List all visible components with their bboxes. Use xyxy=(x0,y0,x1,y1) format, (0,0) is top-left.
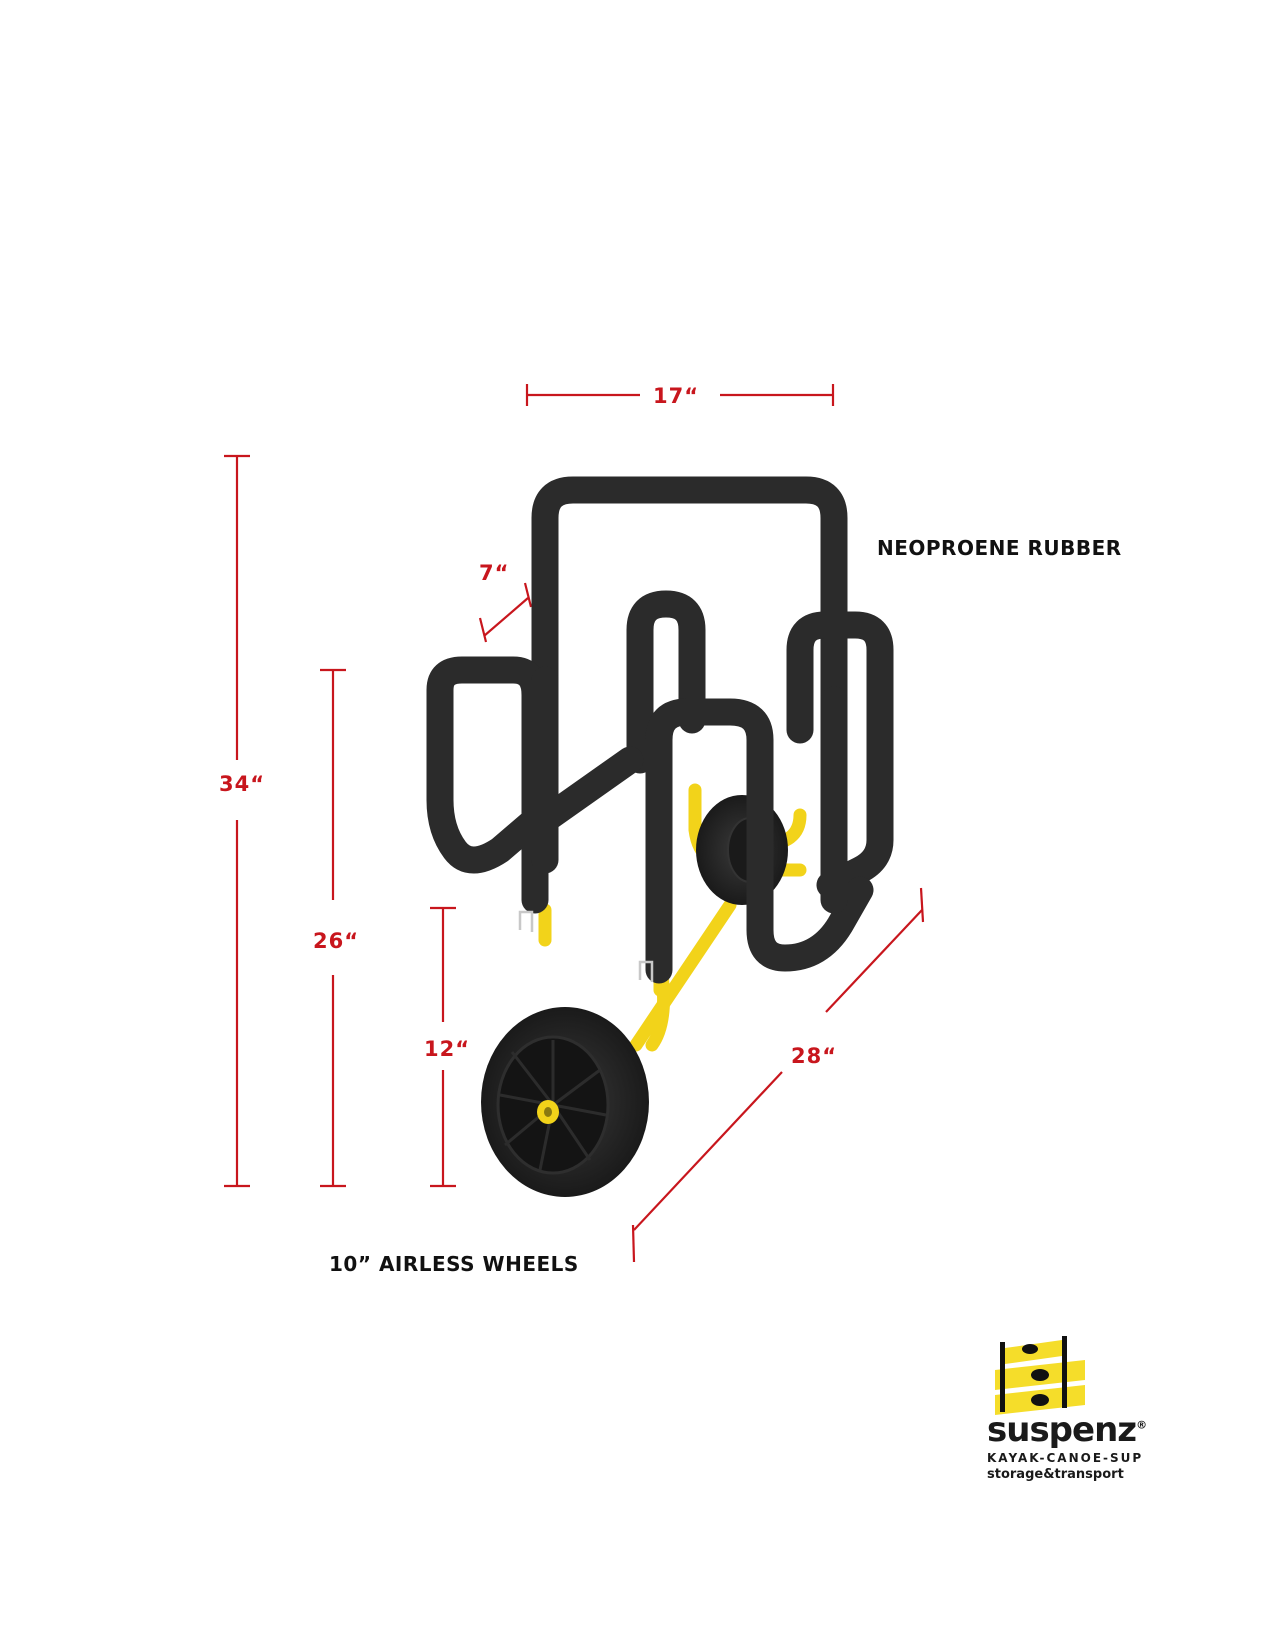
dimension-wheel-height-line xyxy=(430,906,456,1188)
dimension-total-height-label: 34“ xyxy=(219,772,266,796)
dimension-deck-height-label: 26“ xyxy=(313,929,360,953)
brand-tagline-products: KAYAK-CANOE-SUP xyxy=(987,1451,1144,1465)
dimension-total-height-line xyxy=(224,454,250,1188)
cart-frame xyxy=(426,476,894,1197)
dimension-length-label: 28“ xyxy=(791,1044,838,1068)
dimension-wheel-height-label: 12“ xyxy=(424,1037,471,1061)
brand-logo-wordmark: suspenz® xyxy=(987,1410,1147,1450)
dimension-width-line xyxy=(525,384,835,406)
dimension-lines xyxy=(224,384,925,1263)
brand-tagline-purpose: storage&transport xyxy=(987,1467,1124,1482)
registered-mark: ® xyxy=(1136,1418,1147,1432)
brand-name: suspenz xyxy=(987,1410,1137,1450)
dimension-length-line xyxy=(631,887,925,1263)
front-wheel xyxy=(481,1007,649,1197)
callout-neoprene-rubber: NEOPROENE RUBBER xyxy=(877,536,1122,560)
dimension-deck-height-line xyxy=(320,668,346,1188)
callout-airless-wheels: 10” AIRLESS WHEELS xyxy=(329,1252,579,1276)
dimension-depth-label: 7“ xyxy=(479,561,510,585)
rear-wheel xyxy=(696,795,788,905)
dimension-width-label: 17“ xyxy=(653,384,700,408)
dimension-depth-line xyxy=(478,582,533,643)
brand-logo-mark xyxy=(995,1336,1085,1415)
